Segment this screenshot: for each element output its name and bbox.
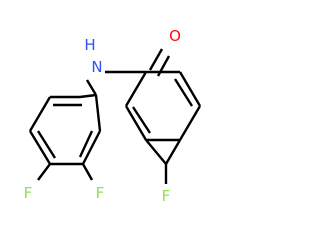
atom-fluorine-3: F — [96, 184, 105, 202]
atom-fluorine-4: F — [24, 184, 33, 202]
bond-right-ring-3 — [178, 105, 202, 141]
bond-left-ring-3 — [28, 96, 52, 132]
bond-c4-f — [37, 163, 51, 181]
bond-right-ring-inner-1 — [131, 106, 152, 134]
bond-left-ring-inner-3 — [78, 130, 94, 158]
atom-oxygen: O — [169, 27, 181, 45]
bond-right-ring-1 — [124, 105, 148, 141]
bond-left-ring-inner-2 — [36, 130, 57, 159]
bond-carbonyl-ring-carbon — [124, 71, 148, 107]
bond-left-ring-6 — [81, 130, 102, 165]
atom-nitrogen: N — [91, 58, 102, 76]
bond-right-ring-6 — [164, 139, 182, 165]
bond-right-ring-7 — [145, 139, 167, 165]
bond-left-ring-1 — [79, 93, 97, 99]
atom-fluorine-para: F — [162, 187, 171, 205]
bond-carbonyl-double-1 — [148, 48, 164, 71]
bond-c3-f — [81, 163, 94, 181]
bond-left-ring-7 — [94, 94, 102, 132]
atom-hydrogen: H — [84, 36, 95, 54]
bond-right-ring-4 — [178, 71, 202, 107]
molecule-structure-diagram: H N O F F F — [24, 27, 202, 205]
bond-right-ring-inner-2 — [173, 78, 194, 107]
bonds — [28, 48, 202, 184]
atom-labels: H N O F F F — [24, 27, 181, 205]
bond-n-ring-carbon — [85, 79, 98, 96]
bond-left-ring-4 — [28, 130, 52, 165]
